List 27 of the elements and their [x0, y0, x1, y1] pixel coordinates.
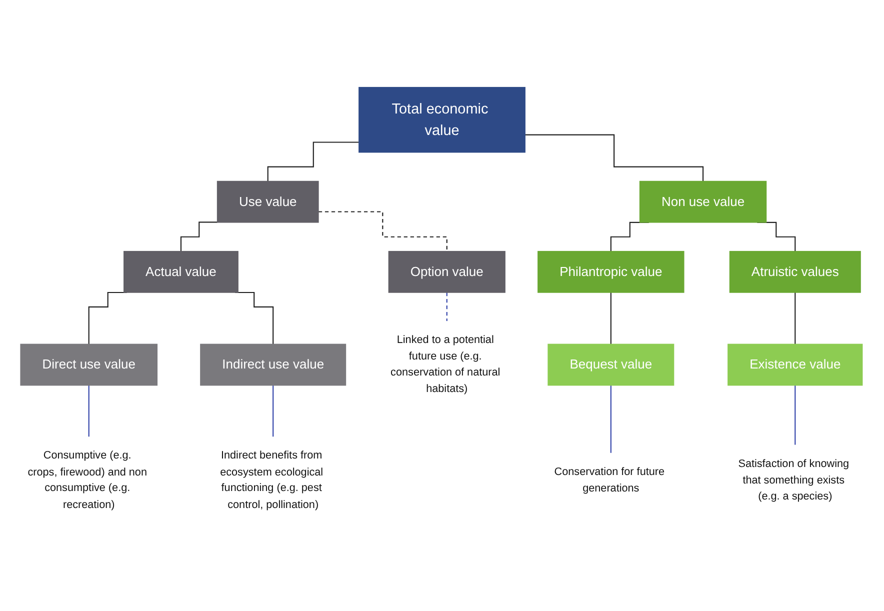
connector — [318, 211, 448, 252]
node-box: Bequest value — [548, 344, 674, 386]
node-text: Consumptive (e.g. crops, firewood) and non consumptive (e.g. recreation) — [28, 449, 147, 510]
connector — [272, 384, 274, 438]
connector — [180, 222, 218, 252]
connector — [88, 384, 90, 438]
node-box: Use value — [216, 180, 319, 223]
node-box: Non use value — [639, 180, 767, 223]
connector — [794, 384, 796, 446]
node-text: Indirect benefits from ecosystem ecological functioning (e.g. pest control, pollination) — [220, 449, 324, 510]
connector — [610, 384, 612, 454]
node-text: Conservation for future generations — [554, 466, 665, 494]
connector — [610, 292, 612, 345]
node-box: Indirect use value — [200, 344, 346, 386]
node-box: Actual value — [124, 250, 238, 293]
node-box: Philantropic value — [538, 250, 684, 293]
connector — [267, 142, 359, 182]
connector — [525, 134, 704, 182]
node-box: Atruistic values — [729, 250, 861, 293]
node-box: Direct use value — [20, 344, 158, 386]
connector — [446, 292, 448, 322]
node-text: Linked to a potential future use (e.g. conservation of natural habitats) — [390, 334, 500, 395]
node-text: Satisfaction of knowing that something exists (e.g. a species) — [738, 457, 850, 502]
node-box: Total economic value — [358, 86, 526, 153]
node-box: Option value — [388, 250, 506, 293]
connector — [794, 292, 796, 345]
node-box: Existence value — [728, 344, 863, 386]
